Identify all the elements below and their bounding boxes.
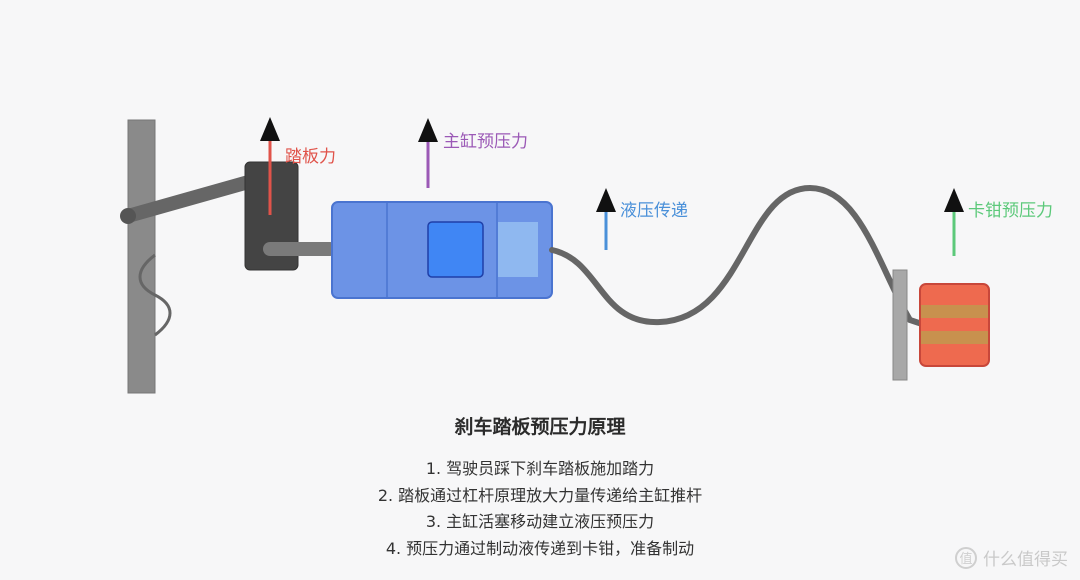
brake-diagram: 踏板力 主缸预压力 液压传递 卡钳预压力	[120, 117, 1053, 394]
caliper-pad-lower	[921, 331, 988, 344]
master-cylinder-piston	[427, 221, 484, 278]
watermark: 值 什么值得买	[955, 545, 1068, 570]
brake-disc	[892, 269, 908, 381]
step-item: 2. 踏板通过杠杆原理放大力量传递给主缸推杆	[377, 485, 703, 505]
master-preload-arrow-head	[418, 118, 438, 142]
watermark-text: 什么值得买	[983, 550, 1068, 570]
pedal-pivot	[120, 208, 136, 224]
brake-line	[549, 184, 928, 328]
step-item: 4. 预压力通过制动液传递到卡钳，准备制动	[385, 538, 695, 558]
step-list: 1. 驾驶员踩下刹车踏板施加踏力 2. 踏板通过杠杆原理放大力量传递给主缸推杆 …	[0, 456, 1080, 562]
diagram-title: 刹车踏板预压力原理	[454, 416, 626, 438]
caliper-preload-label: 卡钳预压力	[968, 201, 1053, 221]
hydraulic-arrow-head	[596, 188, 616, 212]
caliper	[919, 283, 990, 367]
step-item: 3. 主缸活塞移动建立液压预压力	[425, 512, 655, 531]
return-spring	[138, 253, 172, 337]
caliper-pad-upper	[921, 305, 988, 318]
caliper-preload-arrow-head	[944, 188, 964, 212]
pedal-post	[127, 119, 156, 394]
pedal-force-label: 踏板力	[285, 147, 336, 167]
pedal-force-arrow-head	[260, 117, 280, 141]
master-preload-label: 主缸预压力	[443, 131, 528, 152]
hydraulic-label: 液压传递	[620, 201, 688, 221]
pedal-arm	[121, 174, 259, 223]
master-cylinder-chamber	[498, 222, 538, 277]
step-item: 1. 驾驶员踩下刹车踏板施加踏力	[425, 459, 655, 478]
watermark-logo-icon: 值	[955, 546, 977, 569]
